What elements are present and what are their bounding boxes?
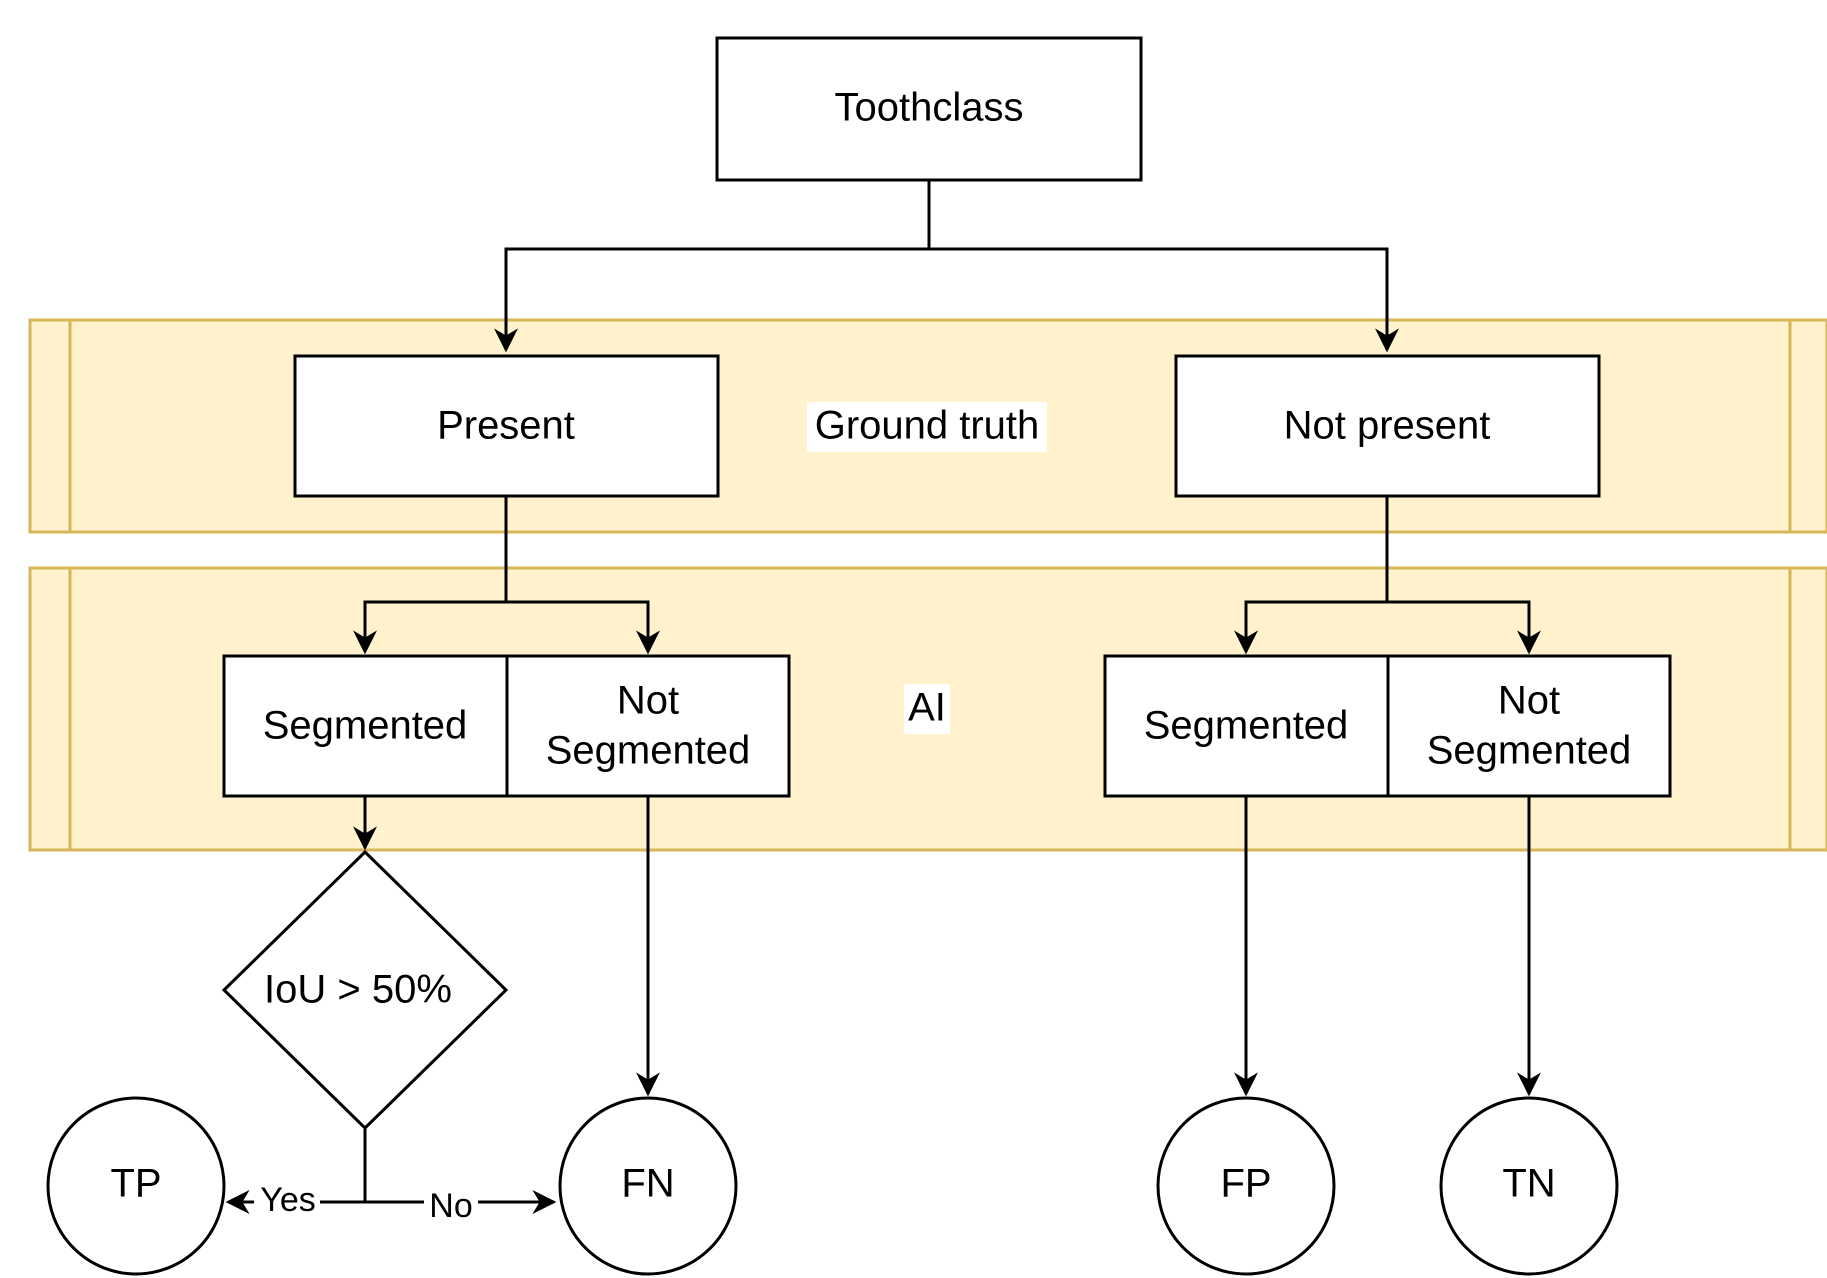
edge-present-to-not-segmented — [506, 600, 660, 655]
decision-label: IoU > 50% — [264, 968, 452, 1012]
edge-label-yes-group: Yes — [254, 1181, 320, 1222]
ai-right-not-segmented-label-1: Not — [1498, 679, 1560, 723]
node-ai-right-segmented: Segmented — [1103, 654, 1390, 798]
node-fp: FP — [1156, 1096, 1336, 1276]
tn-label: TN — [1502, 1162, 1555, 1206]
node-decision: IoU > 50% — [221, 849, 509, 1131]
ground-truth-label: Ground truth — [815, 404, 1040, 448]
node-gt-not-present: Not present — [1174, 354, 1601, 498]
gt-not-present-label: Not present — [1284, 404, 1491, 448]
ai-left-segmented-label: Segmented — [263, 704, 468, 748]
edge-root-to-not-present — [929, 247, 1399, 353]
edge-label-no-group: No — [424, 1184, 478, 1225]
ai-right-not-segmented-label-2: Segmented — [1427, 729, 1632, 773]
ai-right-segmented-label: Segmented — [1144, 704, 1349, 748]
ai-left-not-segmented-label-2: Segmented — [546, 729, 751, 773]
edge-not-present-to-segmented — [1234, 600, 1387, 655]
lane-label-ground-truth: Ground truth — [807, 402, 1047, 452]
ai-left-not-segmented-label-1: Not — [617, 679, 679, 723]
fp-label: FP — [1220, 1162, 1271, 1206]
gt-present-label: Present — [437, 404, 575, 448]
tp-label: TP — [110, 1162, 161, 1206]
node-ai-right-not-segmented: Not Segmented — [1386, 654, 1672, 798]
lane-label-ai: AI — [904, 684, 950, 734]
ai-label: AI — [908, 686, 946, 730]
edge-not-present-to-not-segmented — [1387, 600, 1541, 655]
edge-present-to-segmented — [353, 600, 506, 655]
node-tp: TP — [46, 1096, 226, 1276]
node-gt-present: Present — [293, 354, 720, 498]
node-tn: TN — [1439, 1096, 1619, 1276]
edge-label-yes: Yes — [260, 1181, 315, 1219]
node-root: Toothclass — [715, 36, 1143, 182]
root-label: Toothclass — [835, 86, 1024, 130]
node-ai-left-segmented: Segmented — [222, 654, 509, 798]
node-ai-left-not-segmented: Not Segmented — [505, 654, 791, 798]
node-fn: FN — [558, 1096, 738, 1276]
edge-label-no: No — [429, 1187, 472, 1225]
fn-label: FN — [621, 1162, 674, 1206]
edge-root-to-present — [494, 247, 929, 353]
edges — [225, 180, 1541, 1214]
